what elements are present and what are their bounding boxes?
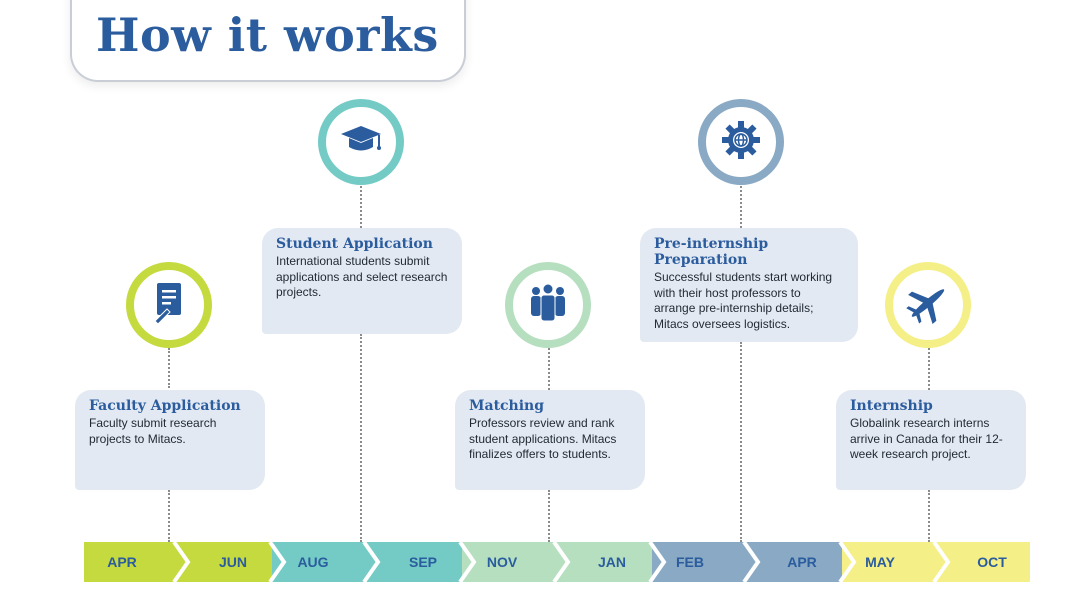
connector-line xyxy=(168,348,170,388)
people-icon xyxy=(526,281,570,330)
timeline-month: JUN xyxy=(218,554,247,570)
document-icon xyxy=(151,281,187,330)
timeline-chevron xyxy=(552,542,571,582)
timeline-segments xyxy=(84,542,1030,582)
timeline-month: JAN xyxy=(597,554,626,570)
connector-line xyxy=(740,186,742,228)
timeline-month: AUG xyxy=(297,554,329,570)
timeline-chevron xyxy=(268,542,287,582)
step-title: Faculty Application xyxy=(89,398,241,414)
timeline-month: NOV xyxy=(486,554,518,570)
step-circle-faculty xyxy=(126,262,212,348)
timeline-segment xyxy=(84,542,272,582)
timeline-chevron xyxy=(362,542,381,582)
timeline-segment xyxy=(272,542,462,582)
connector-line xyxy=(928,348,930,390)
connector-line xyxy=(360,334,362,542)
step-title: Student Application xyxy=(276,236,433,252)
connector-line xyxy=(548,490,550,542)
step-card-internship: Internship Globalink research interns ar… xyxy=(836,390,1026,490)
timeline-month: APR xyxy=(787,554,817,570)
connector-line xyxy=(740,342,742,542)
timeline-month: MAY xyxy=(865,554,895,570)
timeline-chevron xyxy=(458,542,477,582)
timeline-month: FEB xyxy=(676,554,704,570)
timeline-chevron xyxy=(838,542,857,582)
step-title: Matching xyxy=(469,398,545,414)
timeline-chevron xyxy=(742,542,761,582)
timeline-chevron xyxy=(932,542,951,582)
timeline-bar: APR JUN AUG SEP NOV JAN FEB APR MAY OCT xyxy=(84,542,1030,582)
timeline-segment xyxy=(462,542,652,582)
timeline-month: SEP xyxy=(408,554,437,570)
connector-line xyxy=(548,348,550,390)
step-title: Internship xyxy=(850,398,933,414)
timeline-segment xyxy=(842,542,1030,582)
step-card-preparation: Pre-internship Preparation Successful st… xyxy=(640,228,858,342)
timeline-segment xyxy=(652,542,842,582)
timeline-chevron xyxy=(648,542,667,582)
step-circle-internship xyxy=(885,262,971,348)
step-description: Professors review and rank student appli… xyxy=(469,416,617,461)
connector-line xyxy=(360,186,362,228)
step-circle-matching xyxy=(505,262,591,348)
gear-globe-icon xyxy=(719,118,763,167)
step-description: Faculty submit research projects to Mita… xyxy=(89,416,217,446)
timeline-month: APR xyxy=(107,554,137,570)
step-description: International students submit applicatio… xyxy=(276,254,448,299)
graduation-cap-icon xyxy=(339,122,383,163)
page-title: How it works xyxy=(96,8,439,62)
step-description: Successful students start working with t… xyxy=(654,270,833,331)
step-card-student: Student Application International studen… xyxy=(262,228,462,334)
connector-line xyxy=(168,490,170,542)
airplane-icon xyxy=(905,280,951,331)
step-card-faculty: Faculty Application Faculty submit resea… xyxy=(75,390,265,490)
timeline-month: OCT xyxy=(977,554,1007,570)
connector-line xyxy=(928,490,930,542)
step-circle-preparation xyxy=(698,99,784,185)
title-box xyxy=(70,0,466,82)
step-description: Globalink research interns arrive in Can… xyxy=(850,416,1003,461)
step-card-matching: Matching Professors review and rank stud… xyxy=(455,390,645,490)
step-title: Pre-internship Preparation xyxy=(654,236,769,268)
step-circle-student xyxy=(318,99,404,185)
timeline-chevron xyxy=(172,542,191,582)
